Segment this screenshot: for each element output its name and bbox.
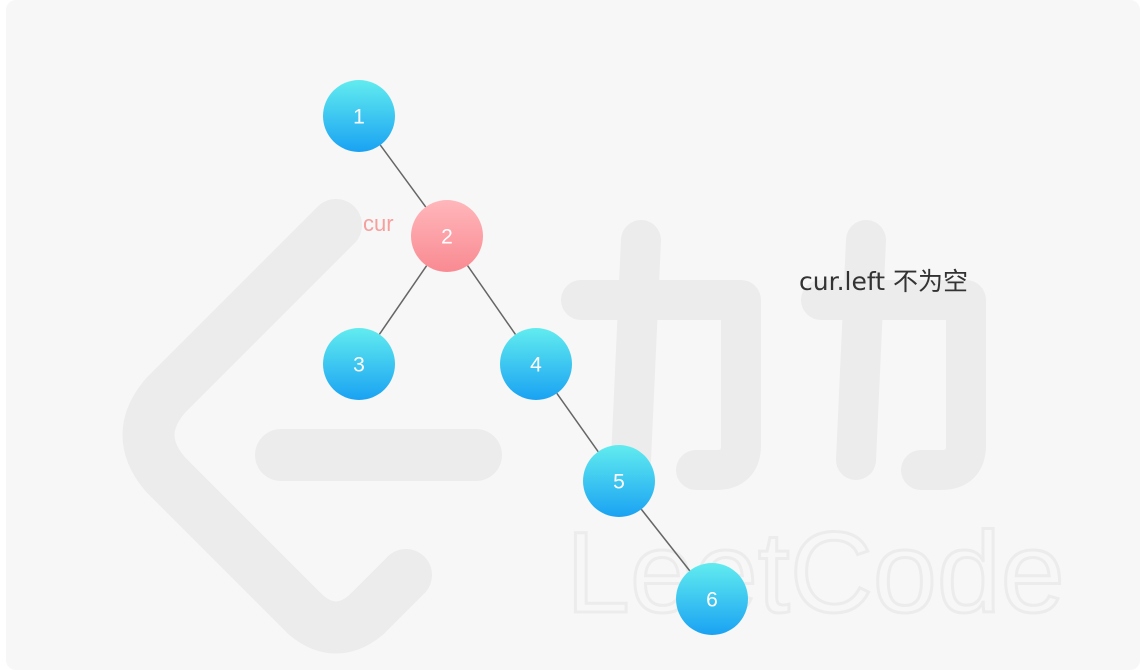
- watermark-char-li-1-stroke: [611, 220, 661, 480]
- watermark-char-li-1: [561, 280, 761, 490]
- diagram-panel: LeetCode: [6, 0, 1140, 670]
- tree-node-1: 1: [323, 80, 395, 152]
- watermark-wordmark: LeetCode: [566, 509, 1065, 637]
- cur-pointer-label: cur: [363, 211, 394, 236]
- step-caption: cur.left 不为空: [799, 267, 968, 296]
- watermark-logo-chevron: [122, 199, 432, 654]
- node-circle: [323, 328, 395, 400]
- edge-2-4: [466, 265, 517, 335]
- tree-node-4: 4: [500, 328, 572, 400]
- node-label: 3: [353, 354, 365, 377]
- node-circle: [676, 563, 748, 635]
- node-label: 1: [353, 106, 365, 129]
- node-circle: [323, 80, 395, 152]
- edge-1-2: [379, 144, 427, 208]
- node-label: 4: [530, 354, 542, 377]
- tree-edges: [378, 144, 691, 572]
- tree-nodes: 1 2 3 4 5 6: [323, 80, 748, 635]
- edge-2-3: [378, 265, 428, 335]
- tree-node-6: 6: [676, 563, 748, 635]
- edge-4-5: [556, 392, 599, 453]
- edge-5-6: [640, 508, 691, 572]
- watermark-char-li-2-stroke: [836, 220, 886, 480]
- node-label: 5: [613, 471, 625, 494]
- node-circle: [500, 328, 572, 400]
- node-circle: [583, 445, 655, 517]
- node-label: 6: [706, 589, 718, 612]
- node-label: 2: [441, 226, 453, 249]
- node-circle: [411, 200, 483, 272]
- tree-node-3: 3: [323, 328, 395, 400]
- leetcode-watermark: LeetCode: [122, 199, 1066, 654]
- watermark-char-li-2: [801, 280, 986, 490]
- tree-node-5: 5: [583, 445, 655, 517]
- tree-node-2: 2: [411, 200, 483, 272]
